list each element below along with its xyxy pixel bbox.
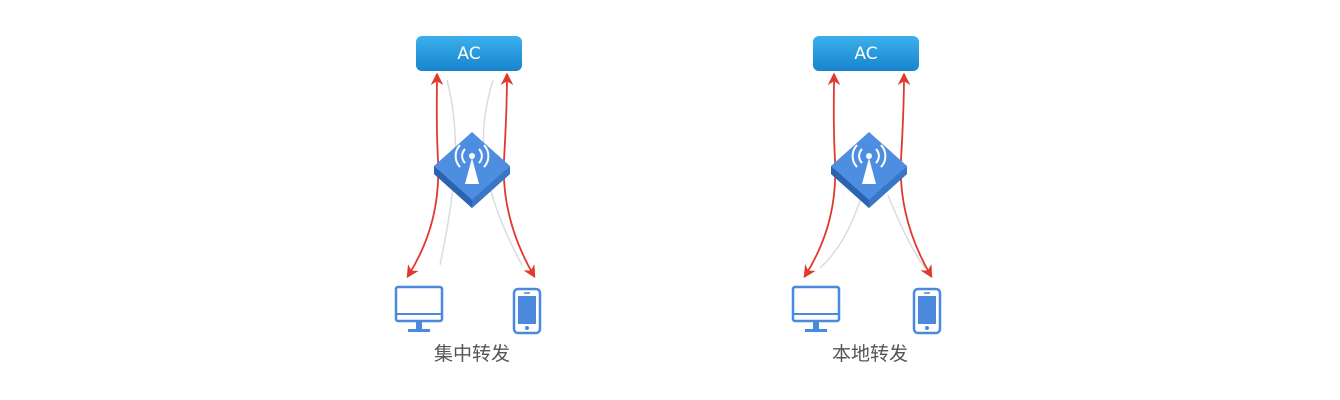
red-traffic-arrows	[803, 72, 933, 279]
smartphone-icon	[512, 287, 542, 335]
ac-controller-box: AC	[416, 36, 522, 71]
gray-traffic-paths	[819, 194, 926, 269]
wireless-ap-icon	[830, 131, 908, 209]
ac-controller-box: AC	[813, 36, 919, 71]
ac-label: AC	[854, 44, 877, 64]
smartphone-icon	[912, 287, 942, 335]
ac-label: AC	[457, 44, 480, 64]
red-traffic-arrows	[406, 72, 536, 279]
panel-caption: 集中转发	[434, 343, 510, 365]
panel-centralized-forwarding: AC 集中转发	[394, 36, 542, 365]
panel-caption: 本地转发	[832, 343, 908, 365]
panel-local-forwarding: AC 本地转发	[791, 36, 942, 365]
desktop-monitor-icon	[394, 285, 444, 334]
wireless-ap-icon	[433, 131, 511, 209]
desktop-monitor-icon	[791, 285, 841, 334]
